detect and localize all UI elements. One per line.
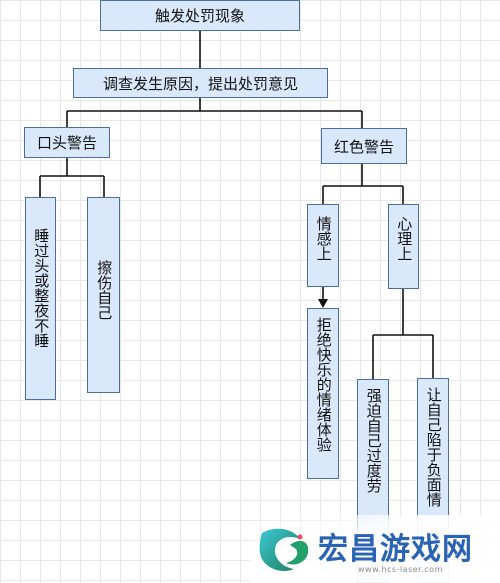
node-label: 强迫自己过度劳 — [364, 388, 383, 493]
node-oversleep: 睡过头或整夜不睡 — [25, 197, 56, 400]
node-psychological: 心理上 — [388, 204, 419, 289]
node-label: 睡过头或整夜不睡 — [32, 228, 51, 348]
node-label: 拒绝快乐的情绪体验 — [314, 317, 333, 452]
watermark-url: www.hcs-laser.com — [358, 565, 443, 574]
node-red-warning: 红色警告 — [321, 128, 407, 164]
node-self-scratch: 擦伤自己 — [87, 197, 120, 393]
node-label: 红色警告 — [333, 137, 394, 156]
node-label: 擦伤自己 — [95, 260, 114, 320]
node-label: 心理上 — [395, 216, 414, 261]
watermark-text: 宏昌游戏网 — [318, 532, 473, 567]
watermark-logo-icon — [250, 515, 500, 583]
node-label: 触发处罚现象 — [154, 7, 245, 25]
node-reject-happy-emotions: 拒绝快乐的情绪体验 — [307, 308, 339, 479]
node-investigate-cause: 调查发生原因，提出处罚意见 — [73, 68, 328, 98]
arrow-head-icon — [318, 299, 328, 308]
node-label: 口头警告 — [36, 134, 97, 152]
node-label: 调查发生原因，提出处罚意见 — [102, 74, 298, 93]
node-trigger-penalty: 触发处罚现象 — [100, 0, 300, 31]
node-emotional: 情感上 — [307, 204, 339, 287]
node-verbal-warning: 口头警告 — [24, 127, 110, 158]
node-label: 情感上 — [314, 216, 333, 261]
node-label: 让自己陷于负面情 — [424, 387, 443, 507]
